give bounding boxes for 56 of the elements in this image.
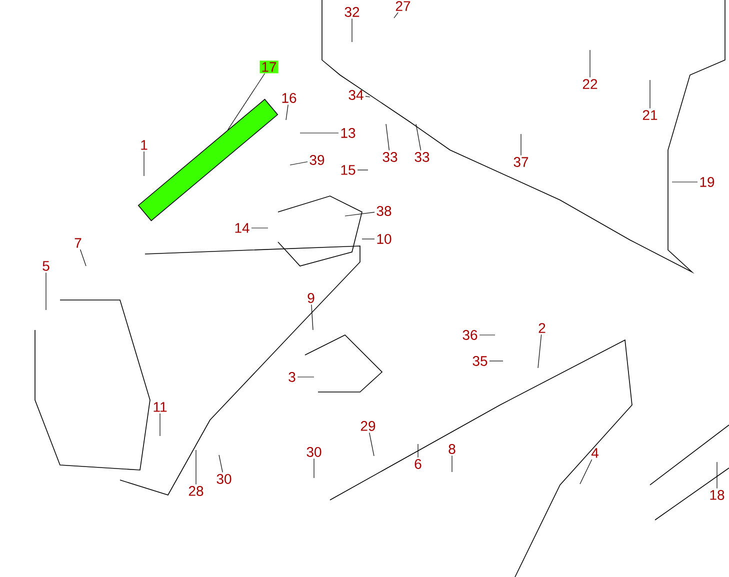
callout-number: 8: [448, 444, 456, 454]
callout-number: 15: [341, 165, 356, 175]
callout-number: 11: [154, 402, 167, 412]
leader-line: [290, 161, 308, 166]
leader-line: [489, 360, 504, 362]
leader-line: [297, 376, 314, 378]
callout-number: 33: [382, 152, 398, 162]
callout-number: 28: [188, 486, 204, 496]
callout-number: 21: [642, 110, 658, 120]
callout-number: 29: [360, 421, 376, 431]
callout-number: 9: [308, 293, 314, 303]
body-part-drawing: [138, 98, 278, 222]
leader-line: [394, 12, 398, 18]
callout-number: 16: [282, 93, 296, 103]
leader-line: [716, 462, 718, 489]
callout-number: 27: [396, 1, 410, 11]
callout-number: 32: [344, 7, 360, 17]
callout-number: 33: [414, 152, 430, 162]
leader-line: [344, 212, 375, 216]
leader-line: [580, 459, 592, 484]
callout-number: 35: [472, 356, 488, 366]
callout-number: 30: [216, 474, 232, 484]
callout-number: 18: [710, 490, 724, 500]
callout-number: 4: [591, 448, 598, 458]
leader-line: [311, 304, 314, 330]
leader-line: [218, 454, 223, 473]
leader-line: [365, 96, 370, 98]
callout-number: 22: [582, 79, 598, 89]
leader-line: [300, 132, 339, 134]
leader-line: [538, 334, 542, 368]
callout-number: 1: [141, 140, 148, 150]
leader-line: [479, 334, 496, 336]
leader-line: [369, 432, 374, 456]
leader-line: [228, 73, 266, 130]
callout-number: 34: [348, 90, 364, 100]
callout-number: 5: [42, 261, 50, 271]
leader-line: [416, 124, 422, 151]
callout-number: 17: [260, 60, 278, 74]
callout-number: 19: [700, 177, 714, 187]
callout-number: 14: [235, 223, 250, 233]
callout-number: 7: [74, 238, 82, 248]
callout-number: 3: [288, 372, 296, 382]
callout-number: 13: [341, 128, 356, 138]
callout-number: 37: [514, 157, 528, 167]
callout-number: 10: [377, 234, 392, 244]
leader-line: [386, 124, 390, 151]
leader-line: [362, 238, 375, 240]
callout-number: 6: [414, 459, 422, 469]
callout-number: 38: [376, 206, 392, 216]
leader-line: [520, 134, 522, 156]
callout-number: 39: [310, 155, 324, 165]
callout-number: 30: [306, 447, 322, 457]
callout-number: 2: [538, 323, 546, 333]
callout-number: 36: [462, 330, 478, 340]
leader-line: [286, 104, 288, 120]
leader-line: [80, 249, 86, 266]
